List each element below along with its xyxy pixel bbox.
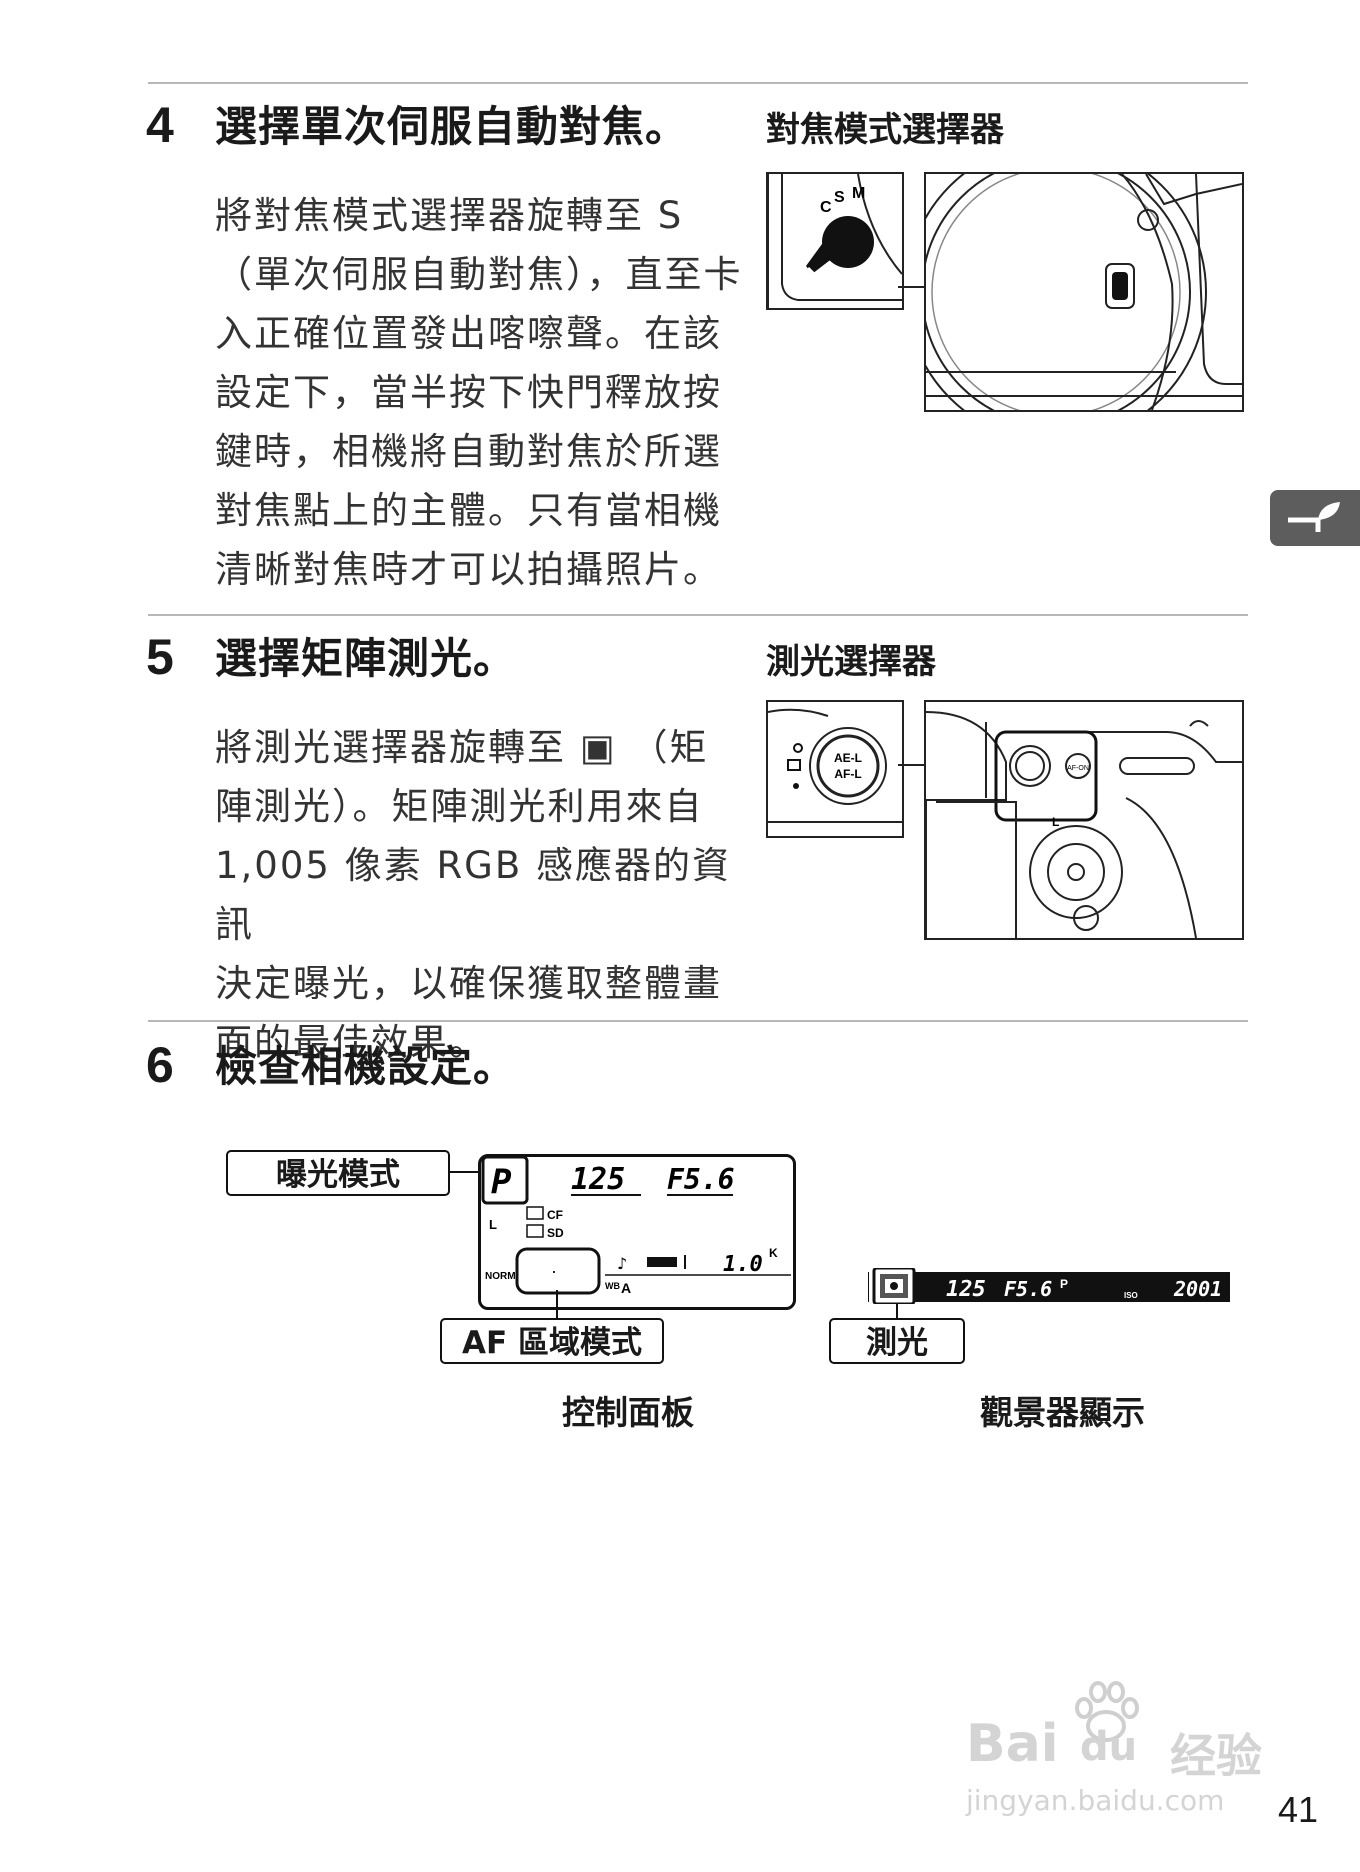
vf-iso-label: ISO [1124,1291,1138,1300]
step-6-title: 檢查相機設定。 [215,1042,517,1091]
vf-iso: 2001 [1173,1277,1222,1301]
sprout-icon [1288,502,1340,532]
af-area-mode-label: AF 區域模式 [440,1318,664,1364]
metering-selector-caption: 測光選擇器 [766,642,936,682]
watermark-url: jingyan.baidu.com [966,1784,1225,1817]
lcd-content: P 125 F5.6 L CF SD NORM · ♪ WB A 1.0 K [481,1155,791,1296]
dial-label-s: S [834,189,845,206]
lcd-size: L [489,1217,497,1232]
lcd-quality: NORM [485,1271,516,1282]
exposure-mode-connector [450,1171,478,1173]
metering-dial-illustration: AE-L AF-L [768,708,902,823]
focus-selector-closeup: C S M [766,172,904,310]
camera-front-view [924,172,1244,412]
camera-back-illustration: AF-ON L [926,711,1242,938]
step-5-line: 面的最佳效果。 [215,1021,488,1064]
lcd-card1: CF [547,1208,563,1222]
lcd-beep-icon: ♪ [617,1254,627,1273]
lcd-frames: 1.0 [723,1252,763,1277]
metering-connector [896,1304,898,1320]
step-5-rule [148,614,1248,616]
step-5-line: 決定曝光，以確保獲取整體畫 [215,962,722,1005]
vf-aperture: F5.6 [1004,1277,1052,1301]
metering-label: 測光 [829,1318,965,1364]
step-5-number: 5 [146,629,174,685]
viewfinder-content: 125 F5.6 P ISO 2001 [867,1266,1230,1306]
step-4-number: 4 [146,97,174,153]
baidu-watermark: Bai du 经验 jingyan.baidu.com [966,1680,1286,1820]
control-panel-lcd: P 125 F5.6 L CF SD NORM · ♪ WB A 1.0 K [478,1154,796,1310]
lcd-mode: P [491,1162,512,1202]
focus-dial-illustration: C S M [768,174,902,308]
vf-shutter: 125 [946,1277,986,1302]
step-5-title: 選擇矩陣測光。 [215,634,517,683]
camera-front-illustration [926,174,1242,410]
vf-mode: P [1060,1277,1068,1291]
focus-selector-caption: 對焦模式選擇器 [766,110,1004,150]
step-5-line: 陣測光）。矩陣測光利用來自 [215,785,704,828]
watermark-brand-cn: 经验 [1170,1729,1262,1783]
dial-label-m: M [852,185,865,202]
dial-label-c: C [820,199,832,216]
exposure-mode-label: 曝光模式 [226,1150,450,1196]
step-6-number: 6 [146,1037,174,1093]
lcd-frames-unit: K [769,1246,778,1260]
watermark-brand2: du [1080,1724,1138,1770]
lcd-card2: SD [547,1226,564,1240]
metering-selector-closeup: AE-L AF-L [766,700,904,838]
step-4-body: 將對焦模式選擇器旋轉至 S （單次伺服自動對焦），直至卡 入正確位置發出喀嚓聲。… [215,186,750,599]
step-5-line: 1,005 像素 RGB 感應器的資訊 [215,844,731,946]
step-5-body: 將測光選擇器旋轉至 ▣ （矩 陣測光）。矩陣測光利用來自 1,005 像素 RG… [215,718,750,1072]
viewfinder-bar: 125 F5.6 P ISO 2001 [867,1266,1230,1306]
step-4-line: 入正確位置發出喀嚓聲。在該 [215,312,722,355]
ae-l-label: AE-L [834,751,862,765]
step-4-line: 將對焦模式選擇器旋轉至 S [215,194,684,237]
lock-label: L [1052,815,1059,829]
viewfinder-caption: 觀景器顯示 [980,1393,1145,1432]
af-area-connector [556,1290,558,1320]
af-on-label: AF-ON [1067,765,1089,772]
control-panel-caption: 控制面板 [562,1393,694,1432]
af-l-label: AF-L [834,767,861,781]
step-4-line: 清晰對焦時才可以拍攝照片。 [215,548,722,591]
lcd-aperture: F5.6 [667,1163,734,1196]
page-number: 41 [1278,1789,1319,1830]
step-4-line: 鍵時，相機將自動對焦於所選 [215,430,722,473]
lcd-wb: WB [605,1281,620,1291]
lcd-wb-value: A [621,1280,631,1296]
section-tab [1270,490,1360,546]
step-4-line: 設定下，當半按下快門釋放按 [215,371,722,414]
step-4-title: 選擇單次伺服自動對焦。 [215,102,689,151]
camera-back-view: AF-ON L [924,700,1244,940]
top-rule [148,82,1248,84]
step-5-line: 將測光選擇器旋轉至 ▣ （矩 [215,726,709,769]
lcd-af-point: · [551,1261,557,1281]
step-4-line: （單次伺服自動對焦），直至卡 [215,253,743,296]
paw-icon [1075,1681,1139,1742]
watermark-brand: Bai [966,1714,1059,1774]
lcd-shutter: 125 [571,1162,625,1197]
step-4-line: 對焦點上的主體。只有當相機 [215,489,722,532]
step-6-rule [148,1020,1248,1022]
